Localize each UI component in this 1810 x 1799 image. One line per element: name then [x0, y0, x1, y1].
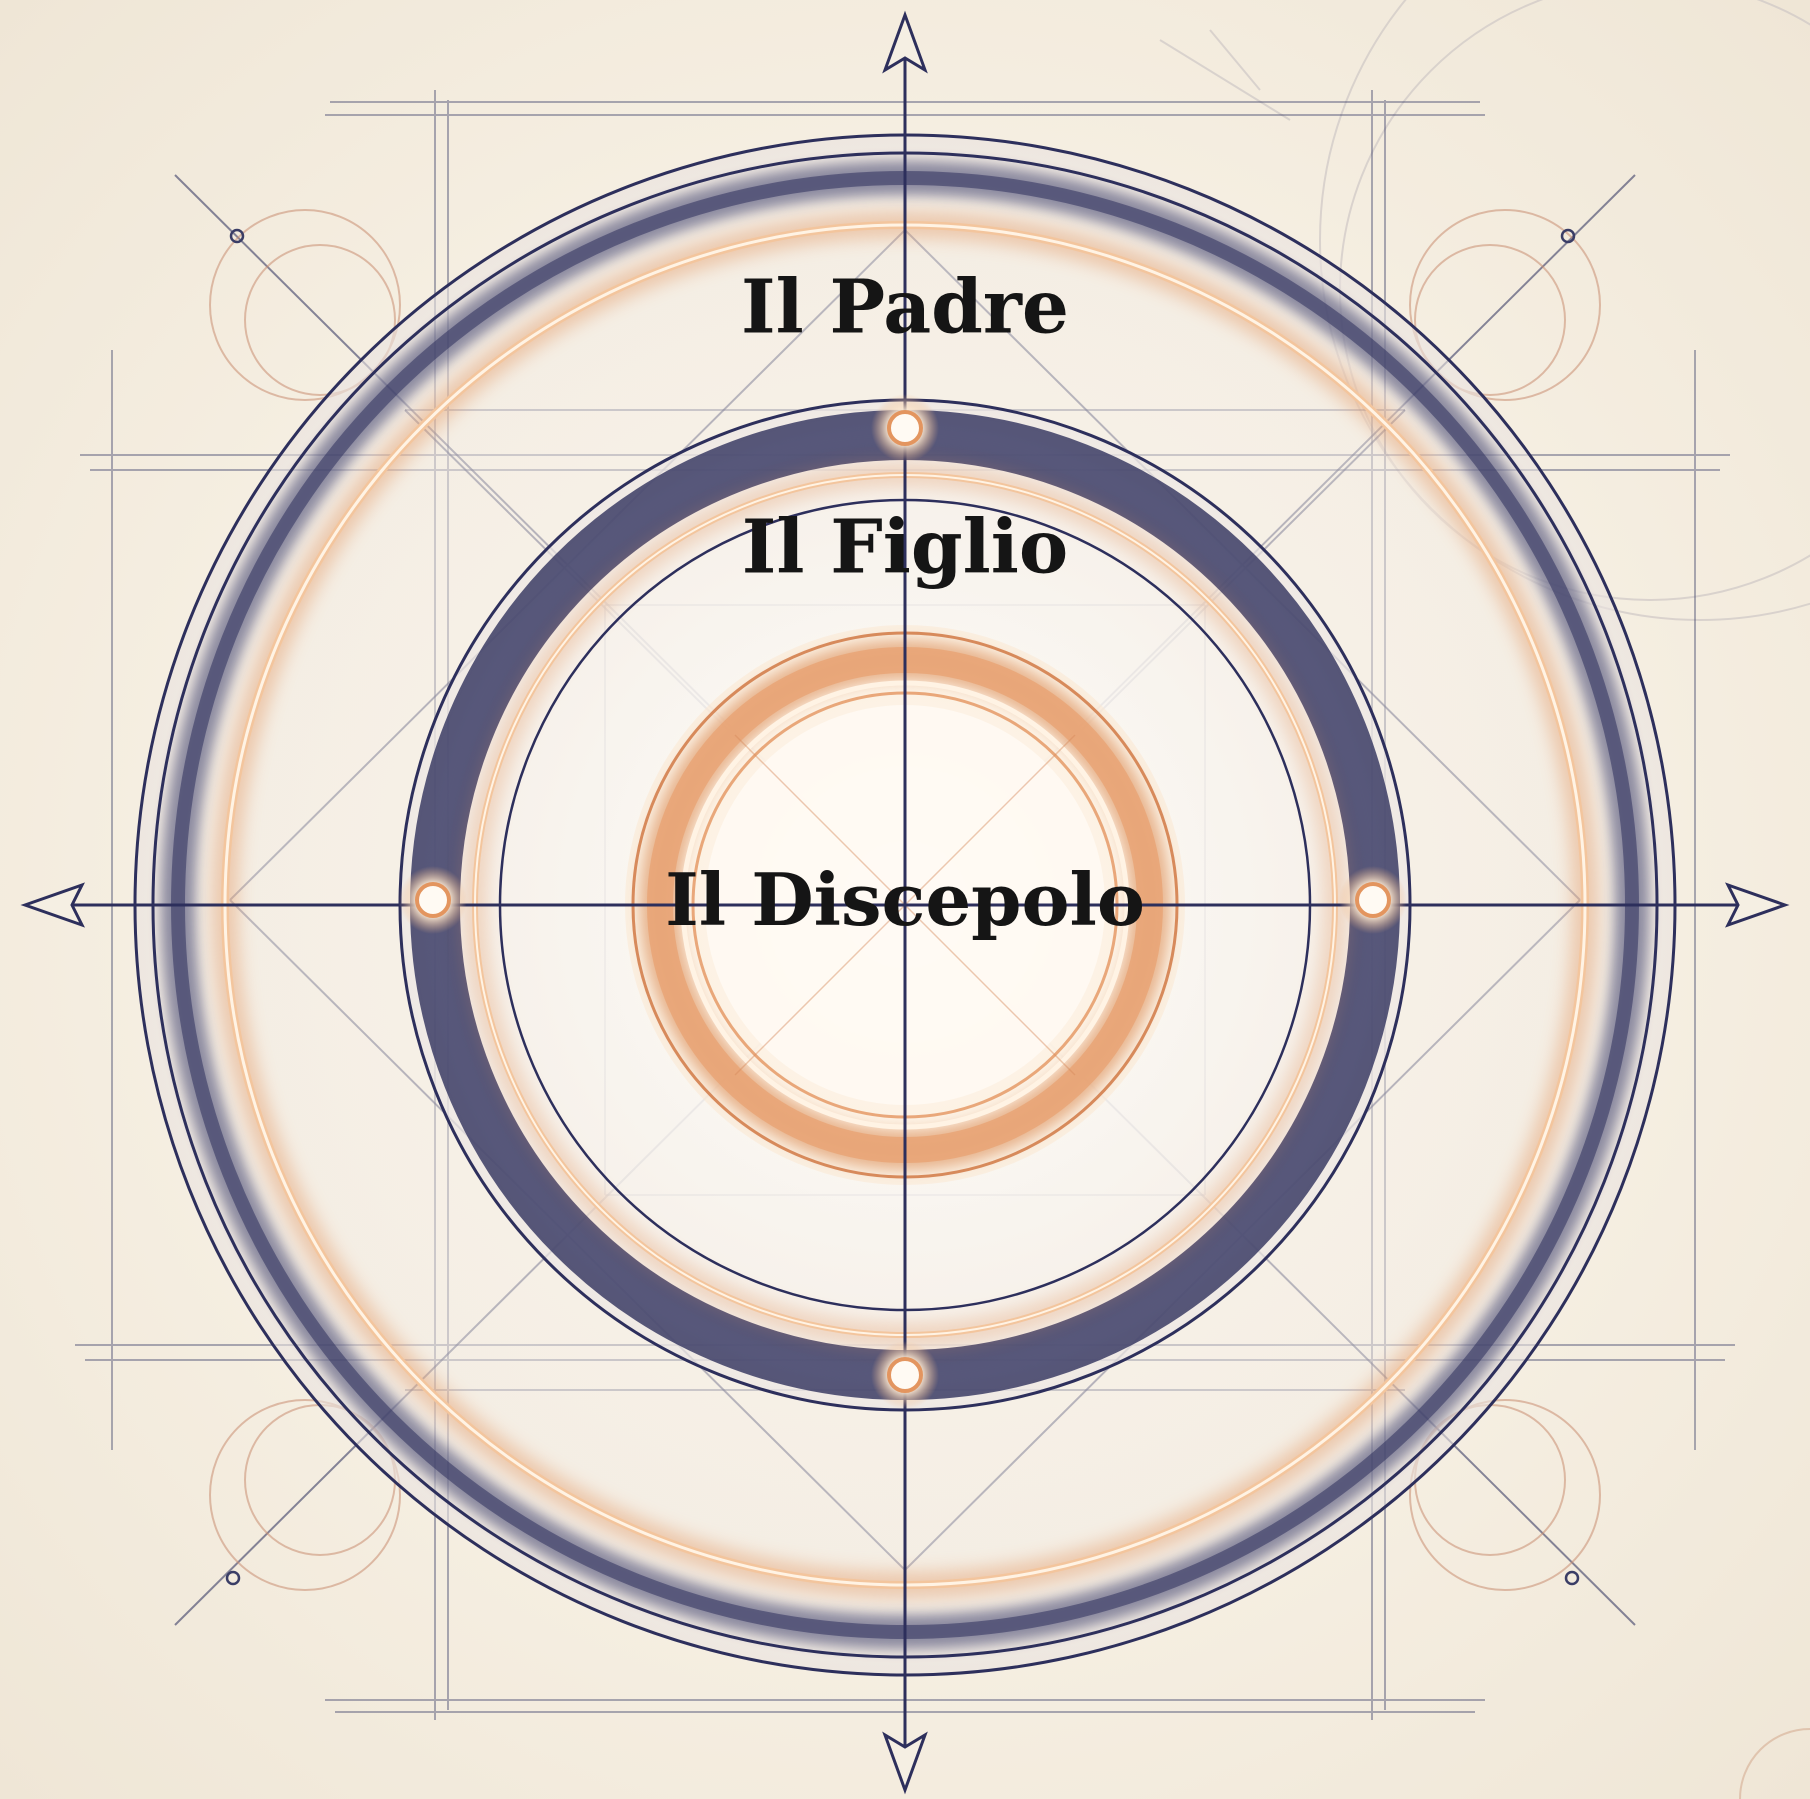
- outer-ring-label: Il Padre: [741, 265, 1069, 351]
- arrow-right-icon: [1728, 885, 1785, 925]
- middle-ring-label: Il Figlio: [742, 505, 1068, 591]
- arrow-left-icon: [25, 885, 82, 925]
- inner-circle-label: Il Discepolo: [665, 857, 1145, 942]
